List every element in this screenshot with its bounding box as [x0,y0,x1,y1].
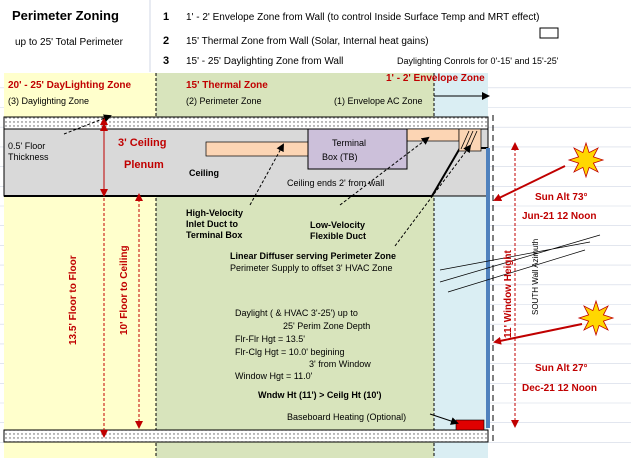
row1-text: 1' - 2' Envelope Zone from Wall (to cont… [186,12,539,23]
terminal-box-label-2: Box (TB) [322,152,358,162]
baseboard-label: Baseboard Heating (Optional) [287,412,406,422]
summer-sun-ray [493,165,566,201]
winter-sun-icon [577,299,615,337]
lv-duct-leader [339,136,430,206]
terminal-box [307,128,408,170]
lower-floor-slab [3,429,489,443]
ceiling-label: Ceiling [189,168,219,178]
row2-text: 15' Thermal Zone from Wall (Solar, Inter… [186,36,429,47]
hv-duct-label-3: Terminal Box [186,230,242,240]
lv-duct-label-1: Low-Velocity [310,220,365,230]
perimeter-supply-label: Perimeter Supply to offset 3' HVAC Zone [230,263,392,273]
window-vs-ceiling-label: Wndw Ht (11') > Ceilg Ht (10') [258,390,382,400]
note-line-3: Flr-Flr Hgt = 13.5' [235,334,305,344]
winter-date: Dec-21 12 Noon [522,383,597,394]
note-line-1: Daylight ( & HVAC 3'-25') up to [235,308,358,318]
summer-date: Jun-21 12 Noon [522,211,596,222]
note-line-6: Window Hgt = 11.0' [235,371,313,381]
baseboard-heater [455,419,485,431]
winter-sun-alt: Sun Alt 27° [535,363,588,374]
row2-number: 2 [163,35,169,47]
thermal-zone-sub: (2) Perimeter Zone [186,96,262,106]
hv-duct-label-1: High-Velocity [186,208,243,218]
row3-number: 3 [163,55,169,67]
high-velocity-duct [205,141,309,157]
window-glazing [486,148,490,428]
ceiling-plenum-label-2: Plenum [124,159,164,171]
note-line-2: 25' Perim Zone Depth [283,321,370,331]
subtitle: up to 25' Total Perimeter [15,37,124,48]
daylighting-zone-sub: (3) Daylighting Zone [8,96,89,106]
azimuth-lines [439,234,601,293]
lv-duct-label-2: Flexible Duct [310,231,366,241]
floor-thickness-line1: 0.5' Floor [8,141,45,151]
linear-diffuser-label: Linear Diffuser serving Perimeter Zone [230,251,396,261]
thermal-zone-title: 15' Thermal Zone [186,80,268,91]
envelope-zone-title: 1' - 2' Envelope Zone [386,73,485,84]
note-line-5: 3' from Window [309,359,371,369]
floor-thickness-line2: Thickness [8,152,49,162]
row3-text: 15' - 25' Daylighting Zone from Wall [186,56,343,67]
south-wall-label: SOUTH Wall Azimuth [531,239,540,315]
header-area [0,0,631,72]
ceiling-ends-label: Ceiling ends 2' from wall [287,178,384,188]
terminal-box-label-1: Terminal [332,138,366,148]
floor-thickness-leader [63,114,112,135]
floor-to-ceiling-label: 10' Floor to Ceiling [119,245,130,335]
upper-floor-slab [3,116,489,130]
floor-to-floor-label: 13.5' Floor to Floor [68,255,79,345]
title: Perimeter Zoning [12,8,119,23]
daylighting-zone-title: 20' - 25' DayLighting Zone [8,80,132,91]
legend-box [539,27,559,39]
low-velocity-duct [406,128,460,142]
winter-sun-ray [493,323,583,345]
ceiling-plenum-label-1: 3' Ceiling [118,137,166,149]
hv-duct-label-2: Inlet Duct to [186,219,238,229]
envelope-zone-sub: (1) Envelope AC Zone [334,96,423,106]
diffuser-leader [394,144,472,247]
row1-number: 1 [163,11,169,23]
window-height-label: 11' Window Height [503,249,514,338]
hv-duct-leader [249,143,284,206]
daylight-controls-text: Daylighting Conrols for 0'-15' and 15'-2… [397,56,559,66]
baseboard-leader [429,413,459,425]
note-line-4: Flr-Clg Hgt = 10.0' begining [235,347,345,357]
summer-sun-alt: Sun Alt 73° [535,192,588,203]
summer-sun-icon [567,141,605,179]
